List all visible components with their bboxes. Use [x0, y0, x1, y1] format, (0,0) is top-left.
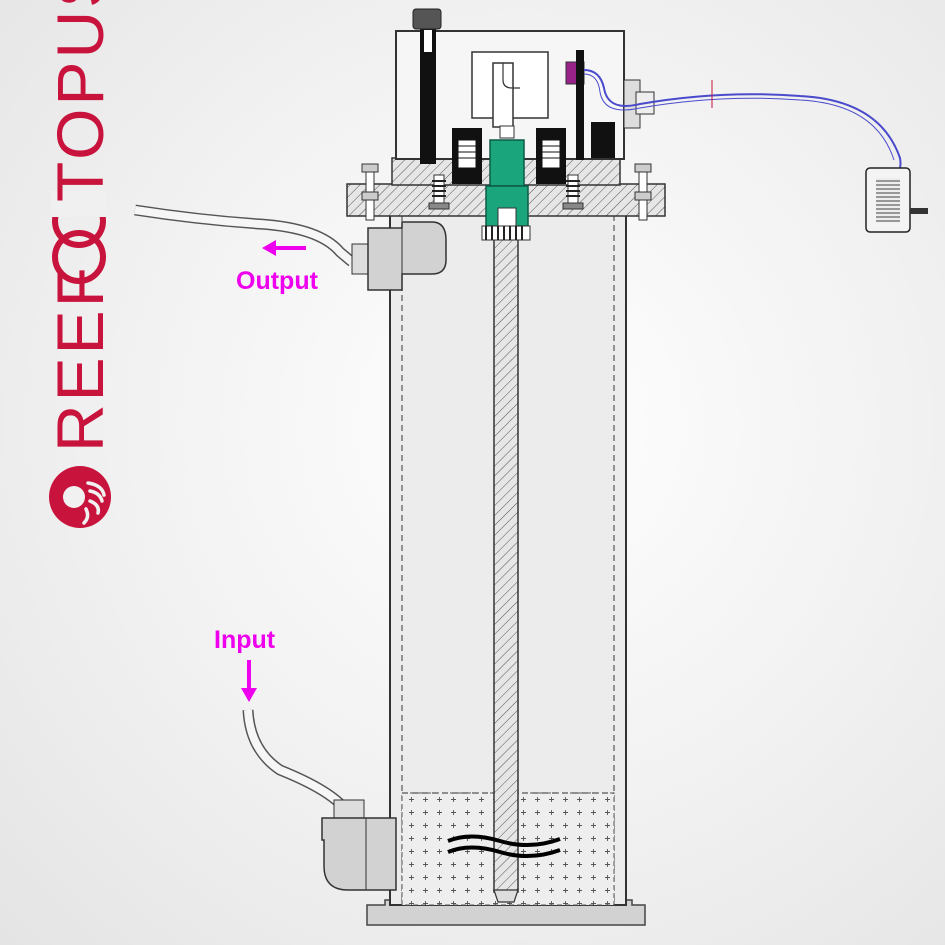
stirring-paddle-icon	[447, 834, 561, 858]
brand-name-part1: REEF	[43, 264, 117, 452]
bolt-left	[361, 163, 379, 221]
input-elbow-fitting	[321, 817, 397, 891]
output-fitting	[134, 204, 447, 291]
shaft-coupling	[481, 139, 531, 241]
bolt-right	[634, 163, 652, 221]
spring-screw-right	[562, 174, 584, 210]
output-label: Output	[236, 267, 319, 295]
output-arrow-icon	[262, 240, 306, 256]
octopus-logo-icon	[49, 466, 111, 528]
input-fitting	[242, 709, 397, 891]
flange-bolts	[361, 163, 652, 221]
stirring-shaft	[493, 237, 519, 903]
brand-logo: REEF TOPUS	[43, 0, 117, 452]
motor-mount-right	[536, 128, 566, 184]
adjuster-column	[420, 24, 436, 164]
base-plate	[366, 899, 646, 926]
brand-oc-mark	[51, 191, 107, 284]
controller-board	[565, 50, 615, 160]
adjuster-knob[interactable]	[412, 8, 442, 30]
power-cable	[583, 69, 902, 177]
power-adapter-icon	[865, 167, 928, 233]
input-arrow-icon	[241, 660, 257, 702]
elbow-fitting-icon	[367, 221, 447, 291]
input-label: Input	[214, 626, 276, 654]
spring-screw-left	[428, 174, 450, 210]
stepper-motor-icon	[471, 51, 549, 139]
motor-mount-left	[452, 128, 482, 184]
brand-name-part2: TOPUS	[43, 0, 117, 202]
